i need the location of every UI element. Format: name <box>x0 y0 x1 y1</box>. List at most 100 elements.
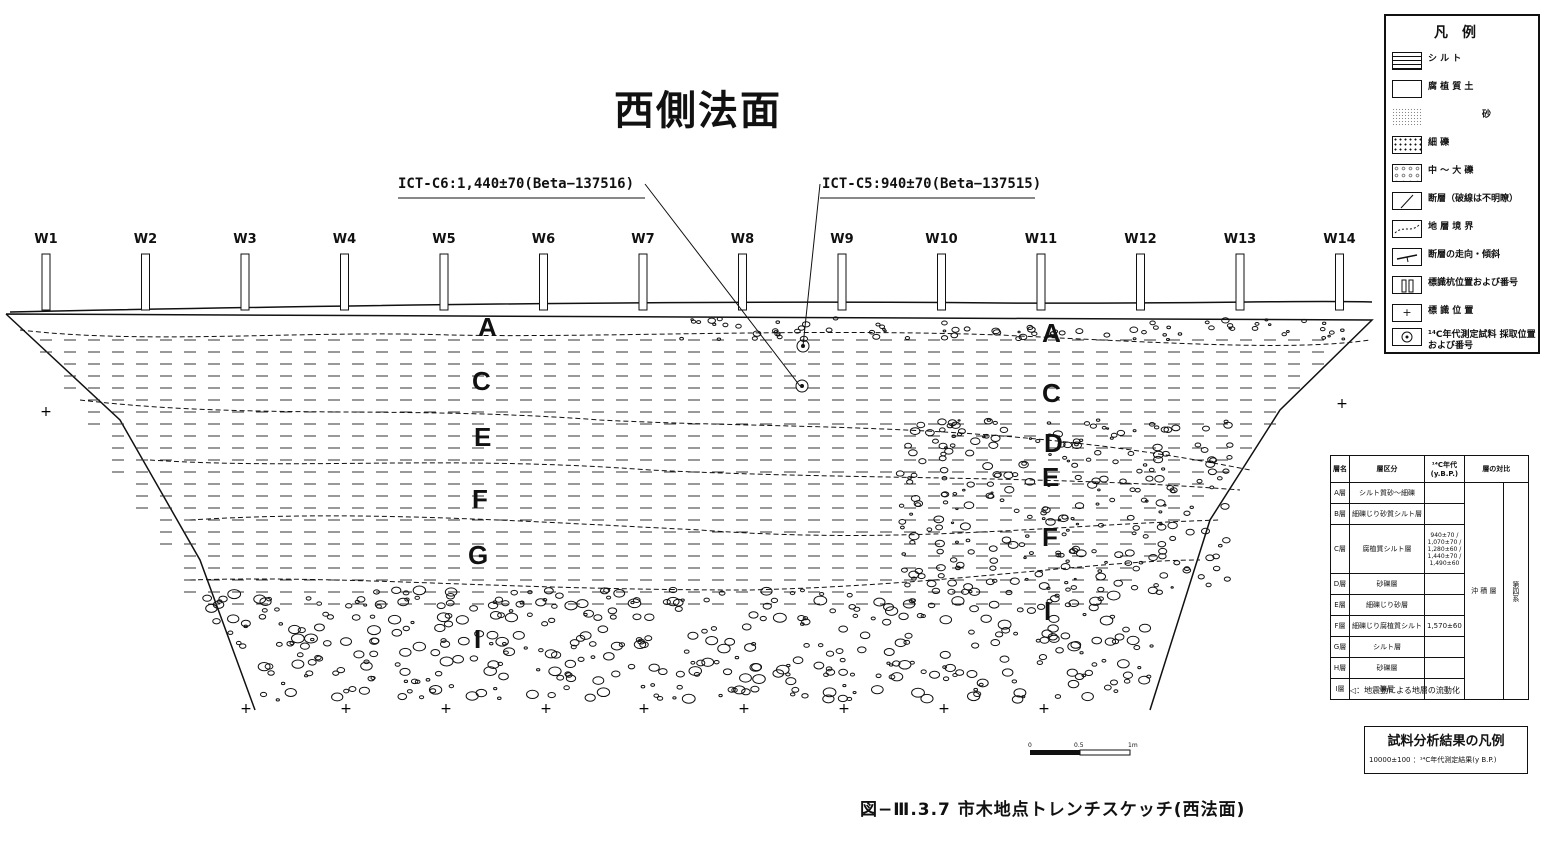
stake-post <box>837 253 847 311</box>
page-title: 西側法面 <box>614 88 782 134</box>
stake-label: W14 <box>1323 232 1356 247</box>
stake-label: W5 <box>432 232 456 247</box>
stake-post <box>738 253 747 311</box>
sample-leader-c6 <box>644 183 801 387</box>
layer-boundary <box>79 399 1251 471</box>
stake-label: W3 <box>233 232 257 247</box>
layer-label: I <box>1044 596 1052 626</box>
stake-post <box>340 253 349 311</box>
stake-post <box>1136 253 1145 311</box>
layer-label: E <box>474 422 492 452</box>
layer-label: G <box>468 540 489 570</box>
trench-outline <box>5 313 1374 711</box>
stake-label: W9 <box>830 232 854 247</box>
table-header: 層の対比 <box>1463 455 1529 483</box>
strike-dip-icon <box>1392 248 1422 266</box>
table-header: 層区分 <box>1349 455 1425 483</box>
table-row: I層礫層 <box>1330 678 1529 700</box>
svg-text:+: + <box>738 701 750 717</box>
coarse-gravel-icon <box>1392 164 1422 182</box>
silt-hatch-pattern <box>40 339 1324 605</box>
svg-text:+: + <box>40 404 52 420</box>
humic-soil-icon <box>1392 80 1422 98</box>
result-legend-row: 10000±100 ：¹⁴C年代測定結果(y B.P.) <box>1369 756 1497 764</box>
stake-post <box>937 253 946 311</box>
legend-title: 凡例 <box>1434 25 1490 41</box>
layer-label: D <box>1044 428 1063 458</box>
scale-tick: 0.5 <box>1074 742 1084 749</box>
svg-text:+: + <box>1336 396 1348 412</box>
svg-text:+: + <box>838 701 850 717</box>
stake-post <box>240 253 250 311</box>
stake-label: W1 <box>34 232 58 247</box>
stake-post <box>141 253 150 311</box>
fine-gravel-icon <box>1392 136 1422 154</box>
boundary-icon <box>1392 220 1422 238</box>
layer-label: E <box>1042 462 1060 492</box>
stake-post <box>1335 253 1344 311</box>
legend-item: 細 礫 <box>1392 136 1536 160</box>
legend-item: 断層の走向・傾斜 <box>1392 248 1536 272</box>
layer-boundary <box>149 459 1241 491</box>
marker-plus-icon: + <box>1392 304 1422 322</box>
legend: 凡例 シ ル ト 腐 植 質 土 砂 細 礫 中 〜 大 礫 断層（破線は不明瞭… <box>1384 14 1540 354</box>
sample-marker-icon <box>1392 328 1422 346</box>
sample-marker-c5-icon <box>796 339 810 353</box>
stake-posts <box>41 253 1344 311</box>
legend-item: 断層（破線は不明瞭） <box>1392 192 1536 216</box>
sand-icon <box>1392 108 1422 126</box>
layer-label: A <box>478 312 497 342</box>
table-row: B層細礫じり砂質シルト層 <box>1330 503 1529 525</box>
fault-icon <box>1392 192 1422 210</box>
stake-label: W10 <box>925 232 958 247</box>
stake-post <box>1036 253 1046 311</box>
layer-boundary <box>189 515 1221 536</box>
stake-post <box>1235 253 1245 311</box>
silt-icon <box>1392 52 1422 70</box>
stake-label: W11 <box>1024 232 1058 247</box>
legend-item: 中 〜 大 礫 <box>1392 164 1536 188</box>
svg-text:+: + <box>340 701 352 717</box>
stake-label: W2 <box>133 232 158 247</box>
layer-label: C <box>1042 378 1061 408</box>
table-header: ¹⁴C年代 (y.B.P.) <box>1424 455 1465 483</box>
stake-post <box>539 253 548 311</box>
layer-label: C <box>472 366 491 396</box>
result-legend-title: 試料分析結果の凡例 <box>1387 734 1505 749</box>
gravel-pattern <box>202 316 1346 704</box>
svg-text:+: + <box>440 701 452 717</box>
svg-text:+: + <box>938 701 950 717</box>
stake-label: W7 <box>631 232 655 247</box>
legend-item: 標識杭位置および番号 <box>1392 276 1536 300</box>
layer-label: A <box>1042 318 1061 348</box>
stake-post <box>439 253 449 311</box>
table-row: D層砂礫層 <box>1330 573 1529 595</box>
stake-post <box>638 253 648 311</box>
sample-label-c6: ICT-C6:1,440±70(Beta−137516) <box>398 176 635 192</box>
svg-text:+: + <box>240 701 252 717</box>
legend-item: ¹⁴C年代測定試料 採取位置および番号 <box>1392 328 1536 352</box>
ground-surface-line <box>9 300 1373 313</box>
table-note: ◁：地震動による地層の流動化 <box>1350 686 1460 695</box>
scale-tick: 0 <box>1028 742 1032 749</box>
layer-label: F <box>1042 522 1058 552</box>
table-row: A層シルト質砂〜細礫沖 積 層第四系 <box>1330 482 1529 700</box>
stake-label: W12 <box>1124 232 1157 247</box>
sample-leader-c5 <box>802 183 821 347</box>
legend-item: シ ル ト <box>1392 52 1536 76</box>
legend-item: 地 層 境 界 <box>1392 220 1536 244</box>
svg-text:+: + <box>540 701 552 717</box>
marker-positions: +++++++++++ <box>40 396 1348 717</box>
svg-text:+: + <box>638 701 650 717</box>
layer-boundary <box>189 559 1201 591</box>
result-legend: 試料分析結果の凡例 10000±100 ：¹⁴C年代測定結果(y B.P.) <box>1364 726 1528 774</box>
stake-label: W4 <box>332 232 357 247</box>
layer-boundary <box>19 329 1371 346</box>
table-row: G層シルト層 <box>1330 636 1529 658</box>
table-header: 層名 <box>1330 455 1350 483</box>
layer-label: I <box>474 624 482 654</box>
stake-post <box>41 253 51 311</box>
